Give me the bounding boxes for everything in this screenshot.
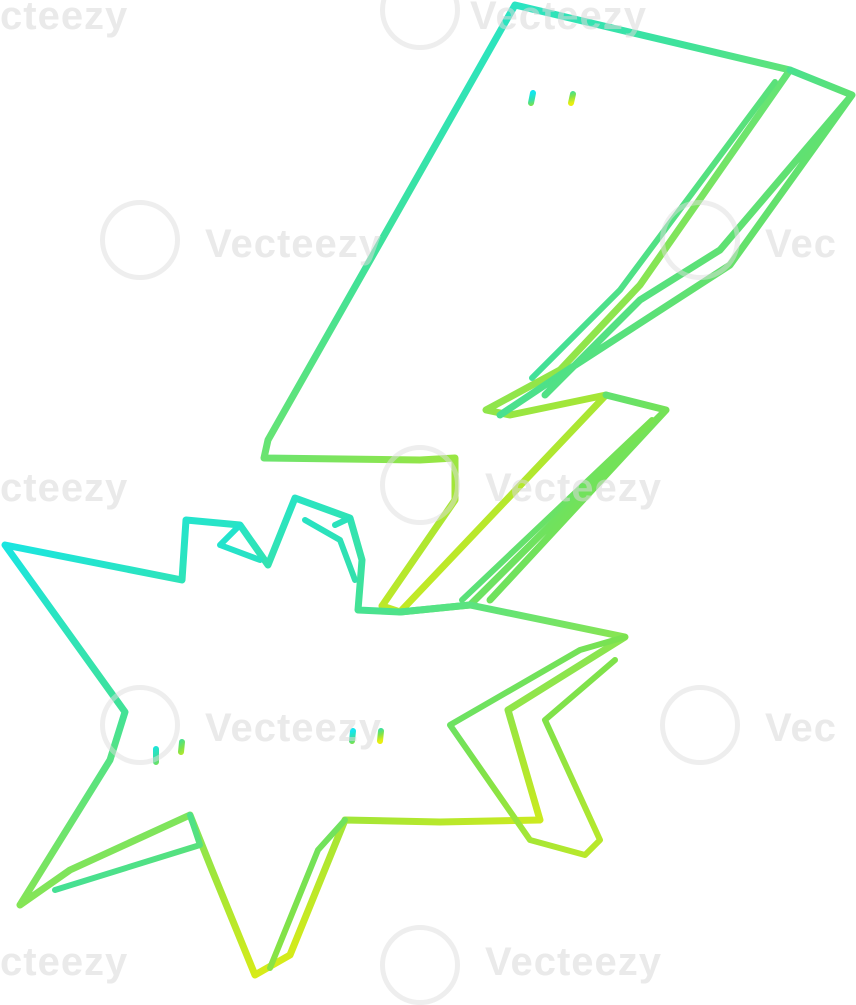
watermark-text: cteezy: [0, 0, 129, 38]
watermark-logo-icon: [380, 445, 460, 525]
starburst-depth-lines: [52, 515, 628, 971]
watermark-text: Vecteezy: [485, 466, 663, 510]
watermark-text: Vecteezy: [205, 706, 383, 750]
bolt-inner-line: [459, 79, 778, 603]
watermark-logo-icon: [380, 925, 460, 1005]
watermark-text: cteezy: [0, 940, 129, 984]
watermark-logo-icon: [100, 200, 180, 280]
watermark-logo-icon: [660, 685, 740, 765]
starburst-outline: [1, 494, 629, 979]
watermark-logo-icon: [660, 200, 740, 280]
watermark-text: Vecteezy: [205, 222, 383, 266]
watermark-text: cteezy: [0, 466, 129, 510]
watermark-text: Vec: [765, 706, 837, 750]
watermark-text: Vec: [765, 222, 837, 266]
sparkle-dots: [153, 90, 576, 765]
watermark-text: Vecteezy: [470, 0, 648, 38]
bolt-side-outline: [396, 66, 856, 616]
watermark-logo-icon: [100, 685, 180, 765]
watermark-text: Vecteezy: [485, 940, 663, 984]
